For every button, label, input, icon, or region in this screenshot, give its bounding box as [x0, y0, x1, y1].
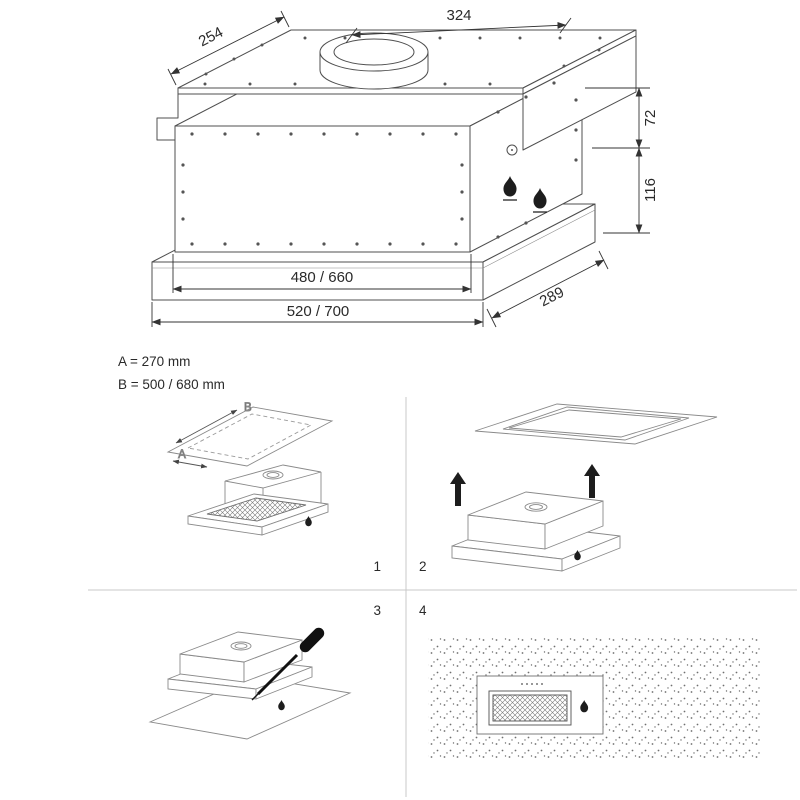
hood-body [174, 67, 583, 253]
dim-top-depth: 254 [196, 24, 226, 51]
step-numbers: 1 2 3 4 [373, 559, 427, 618]
cable-gland [506, 144, 518, 156]
cutout-panel [166, 406, 334, 467]
dim-lower-height: 116 [642, 178, 659, 202]
step2-hood [451, 491, 621, 572]
step4-illustration [428, 638, 760, 762]
duct-collar [319, 32, 429, 90]
step1-hood [187, 464, 329, 536]
cutout-label-a: A [178, 449, 186, 461]
screwdriver [251, 627, 325, 701]
step-number-3: 3 [373, 603, 381, 618]
filter-frame-outer [488, 690, 572, 726]
dimension-lines [151, 10, 650, 328]
vent-dots [521, 683, 543, 685]
dimension-notes: A = 270 mm B = 500 / 680 mm [118, 354, 225, 392]
filter-frame-inner [492, 694, 568, 722]
hood-isometric-drawing [151, 29, 637, 301]
step-grid-dividers [88, 397, 797, 797]
dim-upper-height: 72 [642, 110, 659, 127]
step3-hood [167, 631, 313, 711]
step-number-1: 1 [373, 559, 381, 574]
up-arrows [450, 464, 600, 506]
cutout-hole-dashed [186, 413, 313, 460]
ceiling-panel [474, 403, 718, 445]
filter-hatched [206, 497, 307, 522]
dim-inner-width: 480 / 660 [291, 269, 354, 286]
step2-illustration [450, 403, 718, 572]
dim-bottom-depth: 289 [537, 284, 567, 311]
step3-illustration [148, 627, 352, 740]
note-b: B = 500 / 680 mm [118, 377, 225, 392]
step1-illustration: B A [166, 402, 334, 536]
note-a: A = 270 mm [118, 354, 190, 369]
step-number-4: 4 [419, 603, 427, 618]
dim-top-width: 324 [446, 7, 471, 24]
flame-warning-icons [503, 176, 547, 213]
step-number-2: 2 [419, 559, 427, 574]
dim-outer-width: 520 / 700 [287, 303, 350, 320]
cutout-label-b: B [244, 402, 252, 414]
